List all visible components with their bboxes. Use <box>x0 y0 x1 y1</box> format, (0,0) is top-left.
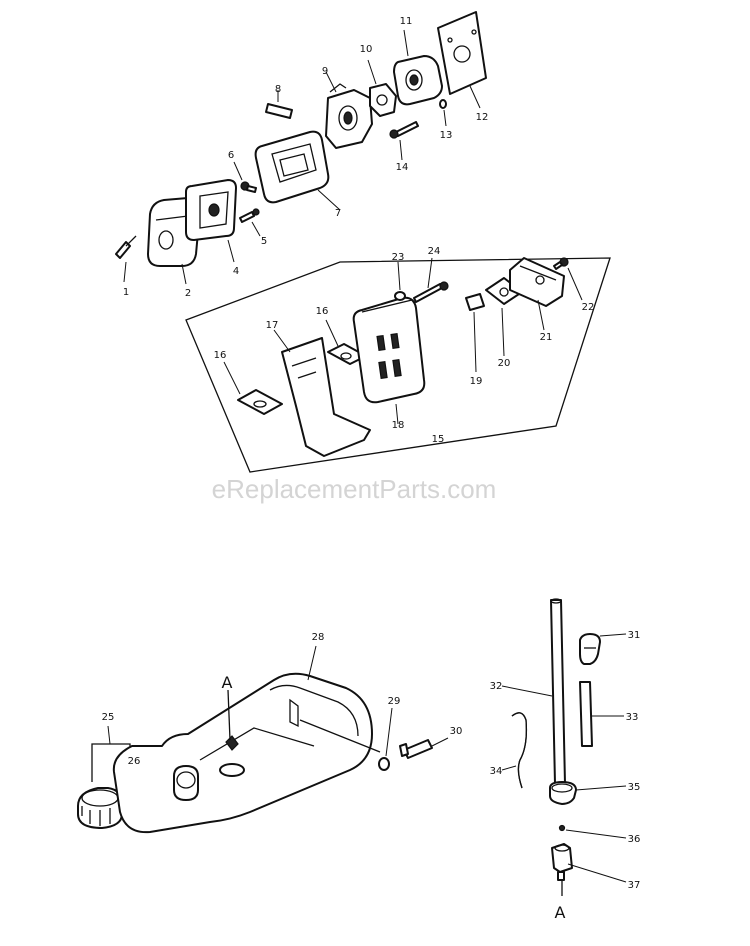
label-part-12: 12 <box>476 112 489 123</box>
label-part-29: 29 <box>388 696 401 707</box>
label-part-15: 15 <box>432 434 445 445</box>
part-6-screw <box>233 161 257 193</box>
label-part-35: 35 <box>628 782 641 793</box>
label-part-23: 23 <box>392 252 405 263</box>
label-part-21: 21 <box>540 332 553 343</box>
part-30-bolt <box>399 737 449 759</box>
callout-a-bottom: A <box>555 903 566 922</box>
label-part-2: 2 <box>185 288 191 299</box>
label-part-33: 33 <box>626 712 639 723</box>
part-33-tube <box>579 681 624 747</box>
label-part-10: 10 <box>360 44 373 55</box>
watermark: eReplacementParts.com <box>212 474 497 504</box>
label-part-17: 17 <box>266 320 279 331</box>
part-25-fuel-cap <box>77 787 123 829</box>
label-part-9: 9 <box>322 66 328 77</box>
part-15-muffler-group-frame <box>185 257 611 473</box>
part-32-fuel-line <box>501 598 566 785</box>
label-part-22: 22 <box>582 302 595 313</box>
part-36-check-ball <box>558 824 627 839</box>
part-24-bolt <box>413 257 449 303</box>
part-9-carburetor <box>325 71 373 149</box>
part-18-muffler <box>352 296 426 425</box>
label-part-30: 30 <box>450 726 463 737</box>
label-part-1: 1 <box>123 287 129 298</box>
callout-a-top: A <box>222 673 233 692</box>
part-5-screw <box>239 208 261 237</box>
label-part-19: 19 <box>470 376 483 387</box>
part-37-fitting <box>551 843 627 896</box>
part-12-gasket-plate <box>437 11 487 109</box>
label-part-32: 32 <box>490 681 503 692</box>
label-part-26: 26 <box>128 756 141 767</box>
part-13-washer <box>439 99 447 127</box>
part-28-fuel-tank <box>112 645 381 834</box>
label-part-16b: 16 <box>316 306 329 317</box>
label-part-20: 20 <box>498 358 511 369</box>
part-29-washer <box>378 707 393 771</box>
label-part-31: 31 <box>628 630 641 641</box>
label-part-36: 36 <box>628 834 641 845</box>
part-11-insulator <box>393 29 443 106</box>
part-17-heat-shield <box>273 329 371 457</box>
part-10-carb-gasket <box>367 59 397 117</box>
label-part-6: 6 <box>228 150 234 161</box>
part-35-grommet <box>549 781 627 805</box>
label-part-8: 8 <box>275 84 281 95</box>
part-22-screw <box>553 257 583 301</box>
part-4-filter-element <box>185 179 237 263</box>
label-part-14: 14 <box>396 162 409 173</box>
part-34-hose <box>501 712 528 789</box>
part-16-gasket-left <box>223 361 283 415</box>
callout-a-top-leader <box>227 689 231 741</box>
label-part-28: 28 <box>312 632 325 643</box>
part-8-gasket <box>265 90 293 119</box>
label-part-13: 13 <box>440 130 453 141</box>
label-part-4: 4 <box>233 266 239 277</box>
label-part-16a: 16 <box>214 350 227 361</box>
label-part-25: 25 <box>102 712 115 723</box>
label-part-18: 18 <box>392 420 405 431</box>
part-7-air-cleaner-base <box>254 130 341 211</box>
part-21-cover <box>509 257 565 331</box>
label-part-34: 34 <box>490 766 503 777</box>
label-part-7: 7 <box>335 208 341 219</box>
part-19-plate <box>465 293 485 373</box>
label-part-5: 5 <box>261 236 267 247</box>
part-1-wing-bolt <box>115 235 137 283</box>
part-14-bolt <box>389 121 419 161</box>
part-31-fuel-filter <box>579 633 627 665</box>
label-part-37: 37 <box>628 880 641 891</box>
part-23-washer <box>394 261 406 301</box>
label-part-24: 24 <box>428 246 441 257</box>
label-part-11: 11 <box>400 16 413 27</box>
